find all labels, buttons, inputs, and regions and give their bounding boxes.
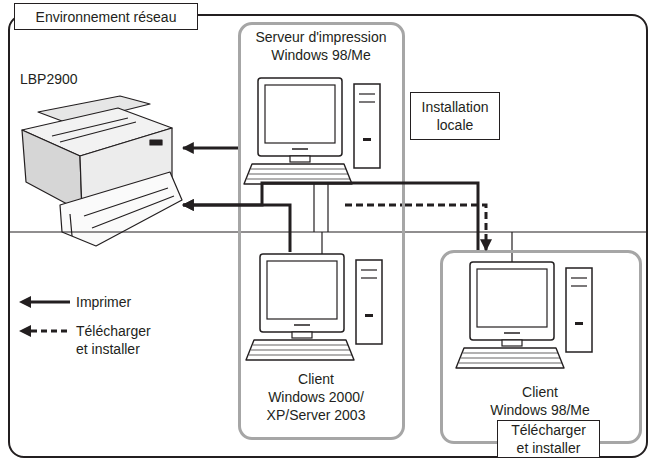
os-label: Windows 2000/ XP/Server 2003	[266, 388, 366, 424]
client-computer	[456, 262, 592, 368]
printer-node: LBP2900	[8, 64, 183, 250]
legend-label: Imprimer	[76, 294, 131, 310]
network-cable	[313, 184, 314, 232]
network-cable	[321, 232, 322, 254]
paper-tray	[60, 172, 182, 246]
printer-side	[22, 130, 82, 212]
printer-button	[150, 140, 162, 145]
note-text: Télécharger et installer	[498, 421, 599, 457]
frame-title: Environnement réseau	[14, 3, 198, 30]
legend-print-sample	[30, 301, 70, 304]
legend-entry: Imprimer	[76, 293, 186, 311]
device-name: LBP2900	[20, 70, 140, 88]
legend-entry: Télécharger et installer	[76, 322, 156, 358]
output-slot	[52, 118, 136, 142]
download-arrow	[405, 205, 486, 250]
legend-print-head	[19, 296, 31, 308]
legend-label: Télécharger et installer	[76, 323, 151, 357]
client-group: Télécharger et installerClientWindows 98…	[440, 250, 642, 444]
group-title: Serveur d'impression Windows 98/Me	[246, 28, 396, 64]
network-frame: LBP2900ClientWindows 2000/ XP/Server 200…	[8, 14, 648, 458]
os-label: Windows 98/Me	[475, 401, 605, 419]
note-text: Installation locale	[411, 93, 499, 139]
note-box: Télécharger et installer	[497, 420, 600, 458]
legend-download-head	[19, 325, 31, 337]
download-wire	[345, 204, 405, 207]
network-cable	[511, 232, 512, 262]
server-computer	[244, 78, 380, 184]
network-cable	[327, 184, 328, 232]
client-title: Client	[248, 370, 384, 388]
note-box: Installation locale	[410, 92, 500, 140]
client-title: Client	[475, 383, 605, 401]
printer-illustration	[22, 96, 182, 246]
print-arrow	[183, 183, 478, 250]
print-arrow	[183, 147, 238, 150]
tray-guides	[70, 188, 174, 236]
client-computer	[246, 254, 382, 360]
print-server-group: ClientWindows 2000/ XP/Server 2003 Serveu…	[238, 22, 405, 440]
legend-download-sample	[31, 330, 70, 333]
print-arrow	[183, 205, 290, 252]
client-node: ClientWindows 2000/ XP/Server 2003	[248, 252, 398, 434]
